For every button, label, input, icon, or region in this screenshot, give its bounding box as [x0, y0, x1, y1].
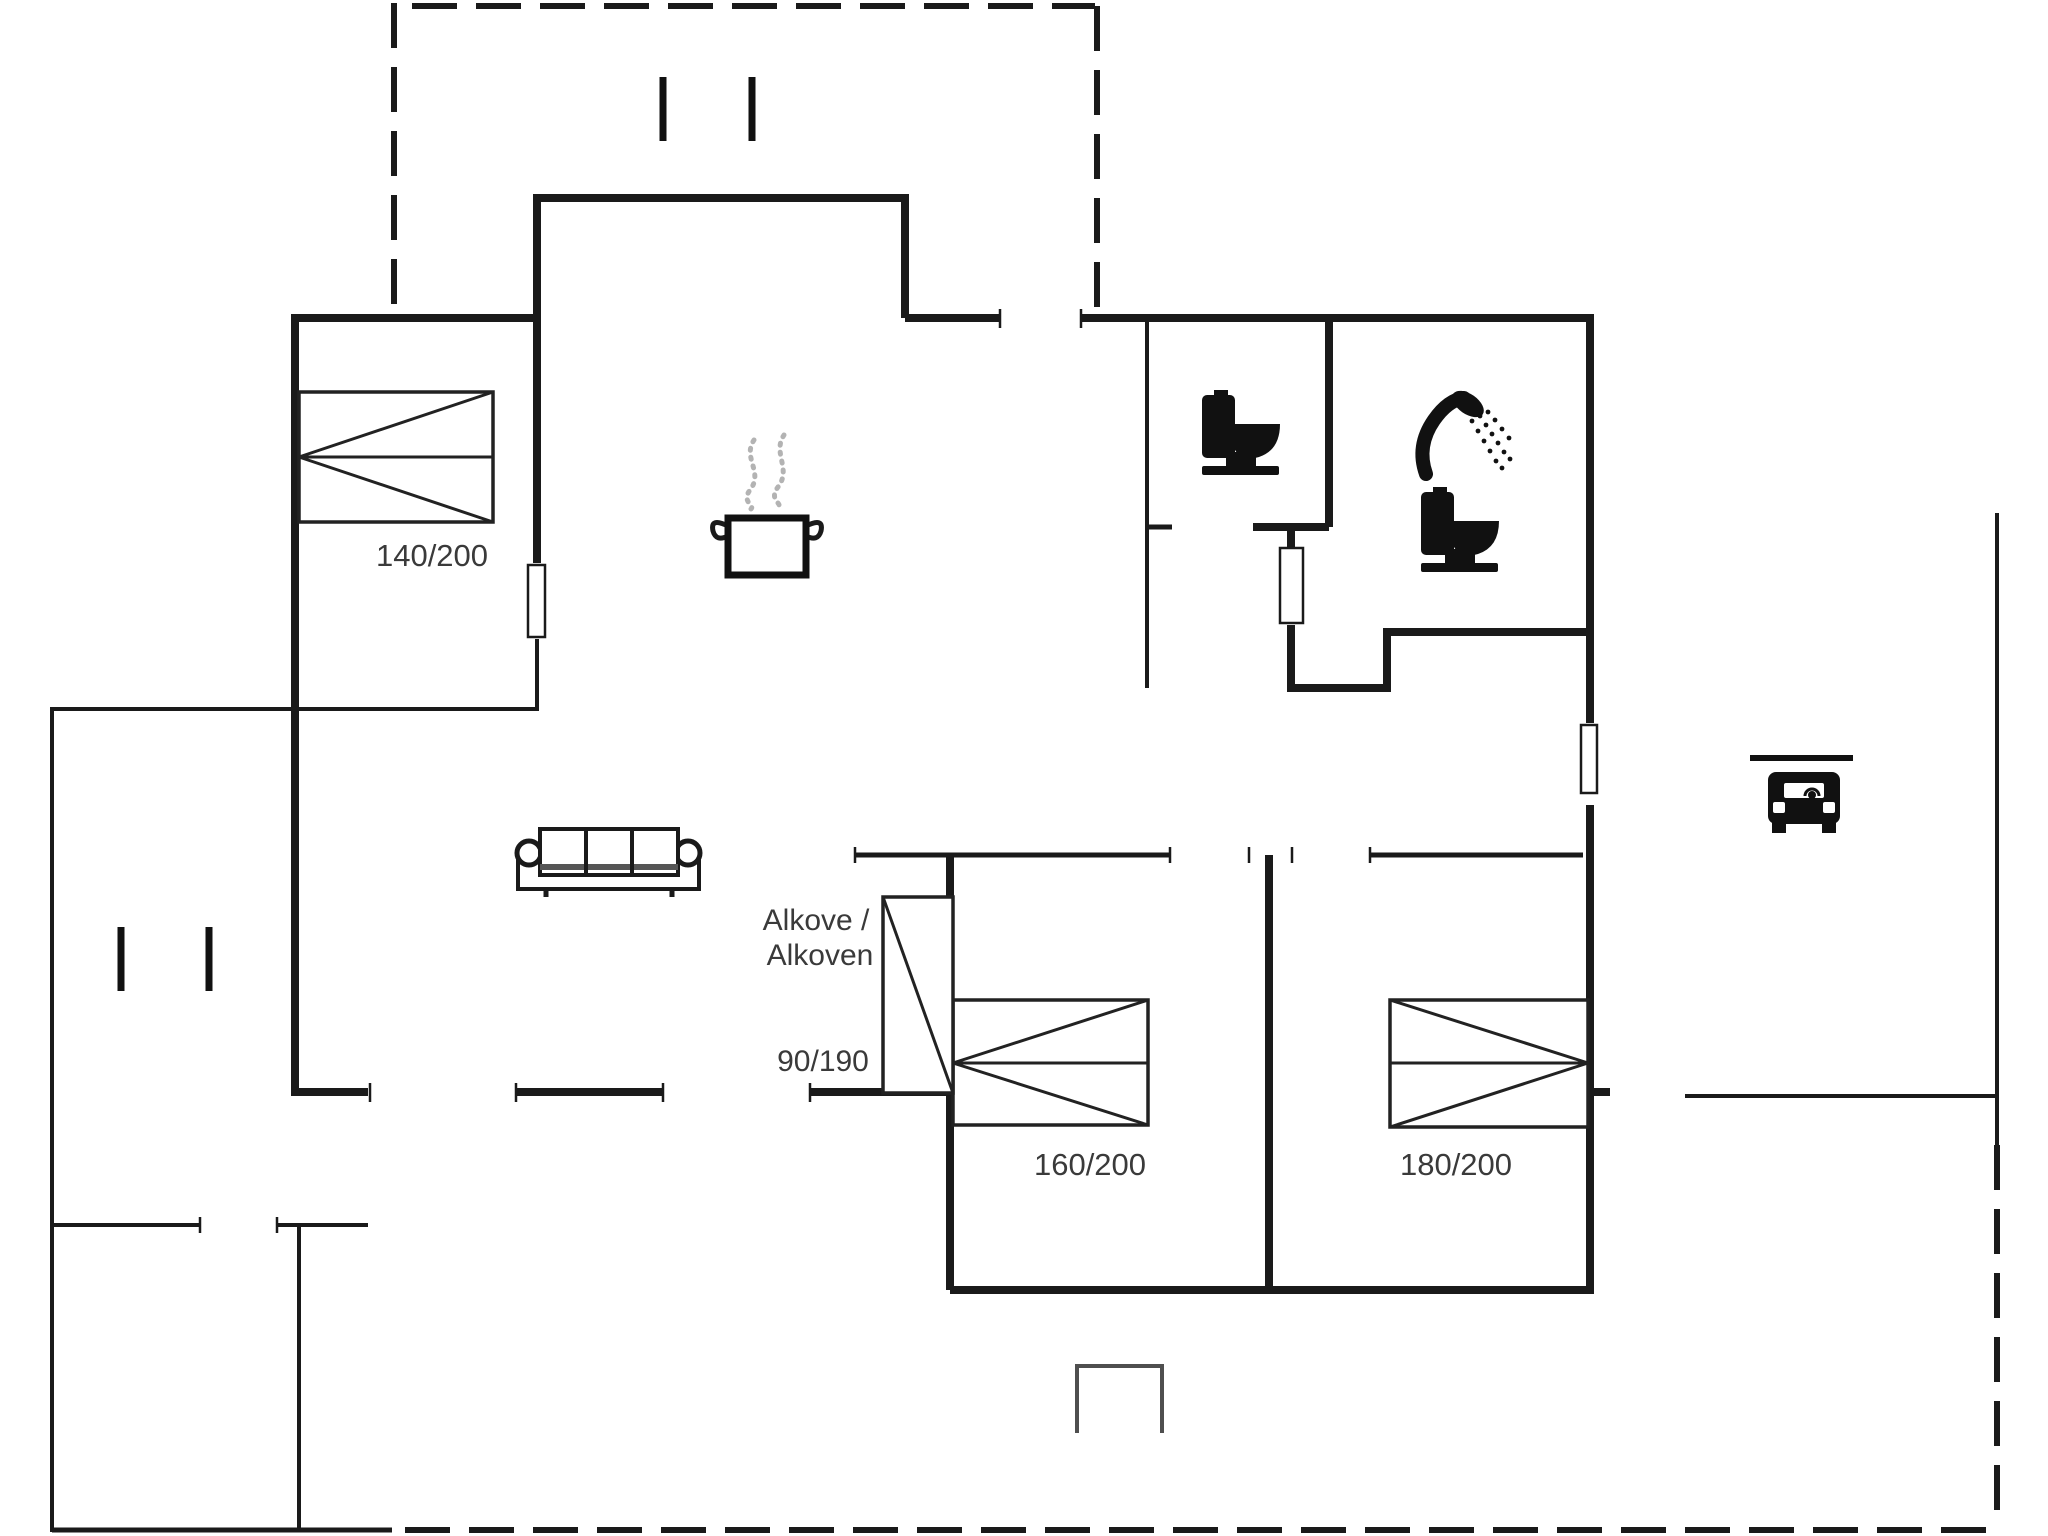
side-entrance-door-leaf: [1579, 723, 1599, 795]
alcove-label-line1: Alkove /: [763, 904, 870, 937]
carport: [1750, 755, 1853, 833]
alcove-label-line2: Alkoven: [767, 939, 874, 972]
bed-140: [297, 390, 495, 524]
terrace-dashed-boundary: [391, 3, 2000, 1533]
bed-180-label: 180/200: [1400, 1147, 1512, 1182]
toilet-icon: [1202, 390, 1280, 475]
sofa-icon: [514, 827, 703, 897]
interior-thin-walls: [535, 318, 1583, 858]
cooking-pot-icon: [710, 432, 824, 579]
bed-140-label: 140/200: [376, 538, 488, 573]
door-openings: [198, 309, 1599, 1233]
alcove-bed-size-label: 90/190: [777, 1045, 869, 1078]
shower-icon: [1415, 390, 1513, 481]
bed-alcove: [881, 895, 955, 1095]
terrace-edges: [50, 513, 1999, 1533]
entrance-step: [1075, 1364, 1164, 1433]
terrace-posts: [117, 77, 756, 991]
bed-160: [951, 998, 1150, 1127]
bed-180: [1388, 998, 1590, 1129]
bed-160-label: 160/200: [1034, 1147, 1146, 1182]
steam-icon: [744, 432, 787, 512]
car-icon: [1768, 772, 1840, 833]
bedroom1-door-leaf: [526, 563, 547, 639]
wc-door-leaf: [1278, 546, 1305, 625]
toilet-icon: [1421, 487, 1499, 572]
